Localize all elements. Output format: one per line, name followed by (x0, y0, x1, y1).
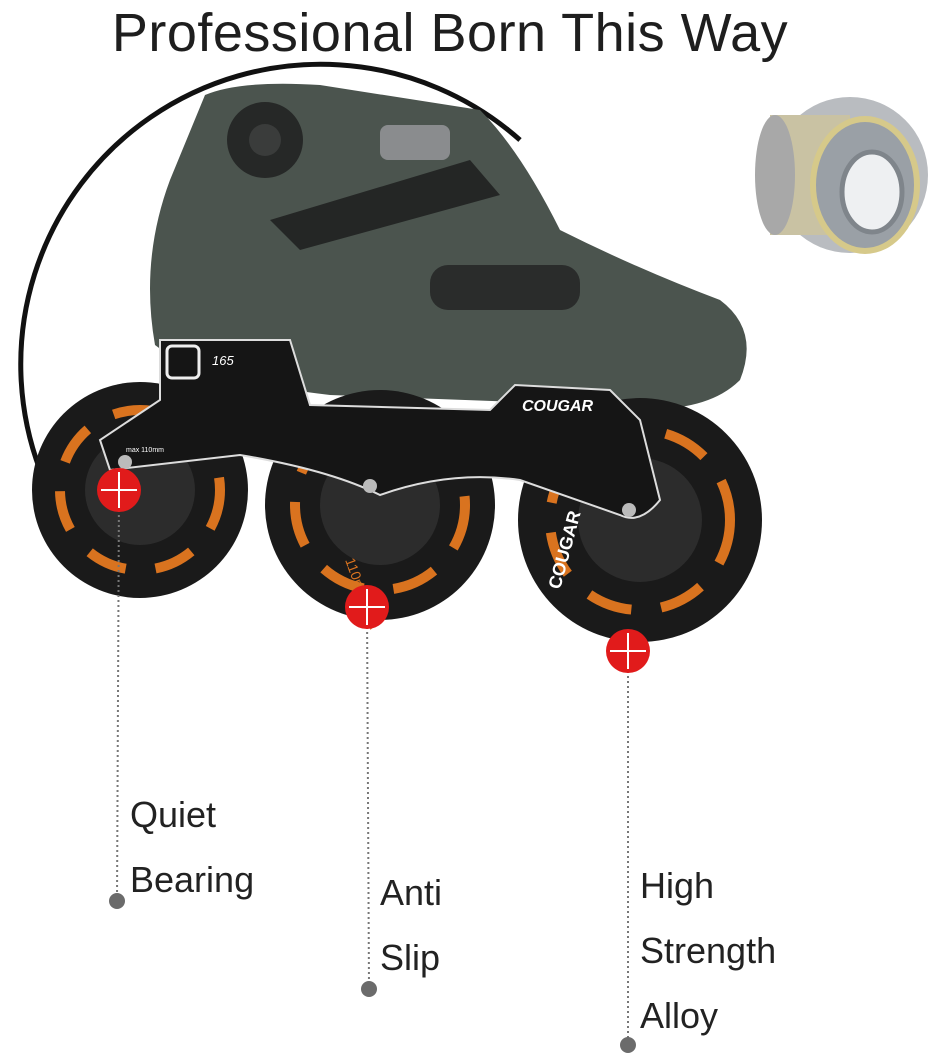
marker-2 (345, 585, 389, 629)
backdrop-arc (18, 61, 522, 471)
callout-line-2 (366, 606, 370, 989)
callout-dot-2 (361, 981, 377, 997)
callout-line-text: Quiet (130, 794, 217, 835)
callout-line-text: Strength (640, 930, 777, 971)
page-title: Professional Born This Way (111, 3, 789, 63)
callout-high-strength-alloy: High Strength Alloy (640, 853, 776, 1048)
callout-anti-slip: Anti Slip (380, 860, 442, 990)
marker-3 (606, 629, 650, 673)
frame-size-label: 165 (212, 353, 234, 368)
callout-line-text: Slip (380, 937, 441, 978)
callout-line-text: Alloy (640, 995, 719, 1036)
callout-line-text: Bearing (130, 859, 255, 900)
frame-brand-label: COUGAR (522, 398, 594, 415)
callout-line-text: High (640, 865, 715, 906)
callout-line-text: Anti (380, 872, 443, 913)
frame: 165 COUGAR max 110mm (98, 339, 662, 519)
callout-quiet-bearing: Quiet Bearing (130, 782, 254, 912)
callout-dot-3 (620, 1037, 636, 1053)
callout-line-1 (116, 489, 120, 901)
boot (150, 83, 747, 410)
frame-max-label: max 110mm (126, 447, 164, 454)
marker-1 (97, 468, 141, 512)
callout-dot-1 (109, 893, 125, 909)
bearing-icon (755, 97, 928, 254)
